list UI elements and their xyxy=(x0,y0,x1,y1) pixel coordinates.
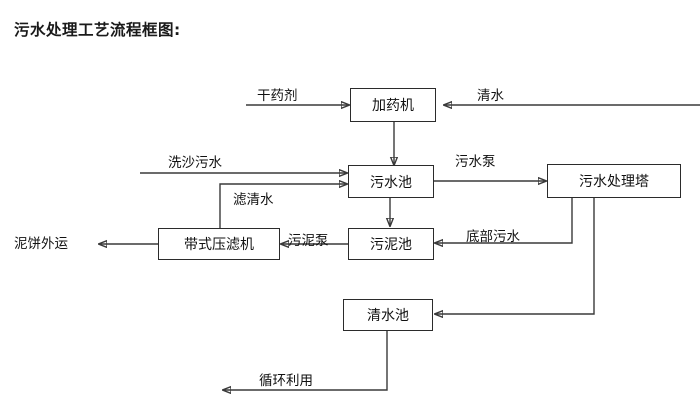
edge-label-filtered-clear-water: 滤清水 xyxy=(233,192,274,208)
node-label: 污水池 xyxy=(370,174,412,191)
edge-label-mud-cake-transport: 泥饼外运 xyxy=(14,236,68,252)
node-dosing-machine[interactable]: 加药机 xyxy=(350,88,436,122)
node-label: 污泥池 xyxy=(370,237,412,253)
node-clean-water-pool[interactable]: 清水池 xyxy=(343,299,433,331)
node-label: 加药机 xyxy=(372,98,414,114)
node-label: 污水处理塔 xyxy=(579,174,649,190)
node-treatment-tower[interactable]: 污水处理塔 xyxy=(547,164,681,198)
edge-label-sand-wash-wastewater: 洗沙污水 xyxy=(168,155,222,171)
edge-label-clean-water-in: 清水 xyxy=(477,88,504,104)
edge-label-recycle-use: 循环利用 xyxy=(259,373,313,389)
edge-label-wastewater-pump: 污水泵 xyxy=(455,154,496,170)
edge-label-bottom-wastewater: 底部污水 xyxy=(466,229,520,245)
node-wastewater-pool[interactable]: 污水池 xyxy=(348,165,434,198)
node-sludge-pool[interactable]: 污泥池 xyxy=(348,228,434,260)
node-belt-filter-press[interactable]: 带式压滤机 xyxy=(158,228,280,260)
edge-label-sludge-pump: 污泥泵 xyxy=(288,233,329,249)
edge-label-dry-chemical: 干药剂 xyxy=(257,88,298,104)
node-label: 带式压滤机 xyxy=(184,237,254,253)
node-label: 清水池 xyxy=(367,308,409,324)
page-title: 污水处理工艺流程框图: xyxy=(14,21,181,39)
